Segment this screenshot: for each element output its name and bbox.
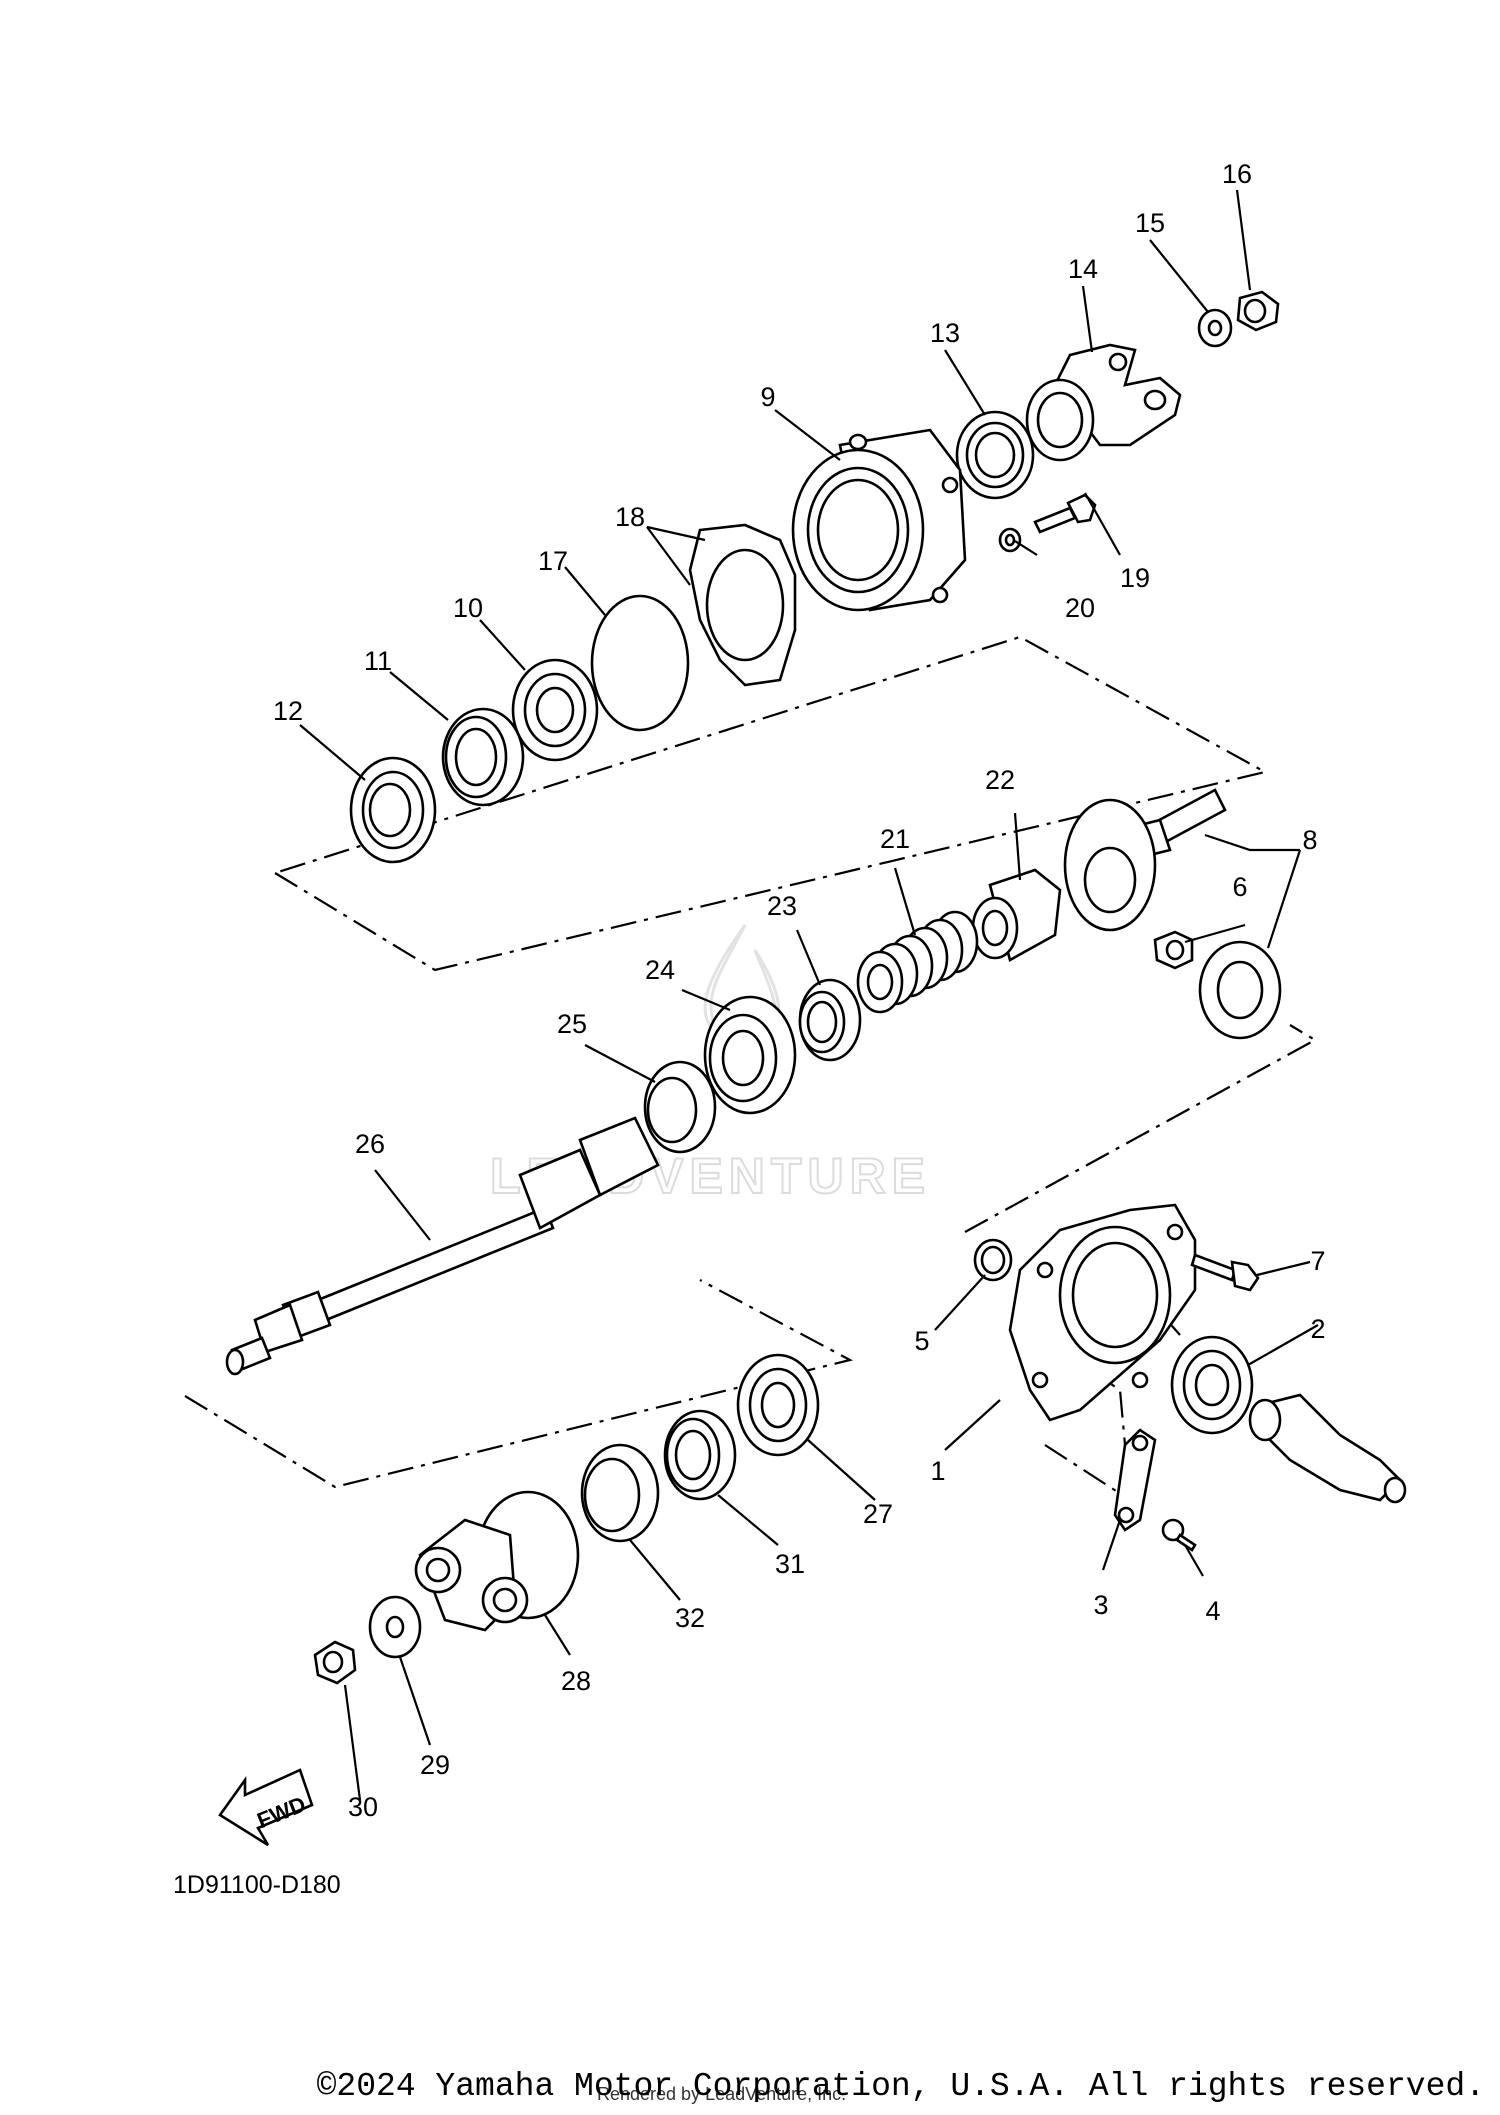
part-19-bolt [1033, 493, 1097, 534]
part-18-gasket [688, 523, 797, 687]
part-29-washer [368, 1595, 422, 1659]
callout-28: 28 [561, 1666, 591, 1696]
callout-31: 31 [775, 1549, 805, 1579]
group-outline-gear [964, 1024, 1318, 1233]
callout-20: 20 [1065, 593, 1095, 623]
part-25-seal [643, 1060, 717, 1154]
part-13-bearing [955, 410, 1035, 500]
part-8-gear-set [1063, 788, 1282, 1040]
part-20-oring [998, 527, 1022, 553]
callout-15: 15 [1135, 208, 1165, 238]
copyright: ©2024 Yamaha Motor Corporation, U.S.A. A… [317, 2068, 1485, 2105]
callout-30: 30 [348, 1792, 378, 1822]
callout-9: 9 [760, 382, 775, 412]
rendered-by: Rendered by LeadVenture, Inc. [597, 2084, 846, 2104]
callout-numbers: 16 15 14 13 9 18 17 10 11 12 19 20 22 21… [273, 159, 1326, 1822]
callout-25: 25 [557, 1009, 587, 1039]
part-2-bearing [1170, 1335, 1254, 1435]
part-12-bearing [349, 756, 437, 864]
part-27-bearing [736, 1353, 820, 1457]
callout-14: 14 [1068, 254, 1098, 284]
part-23-collar [798, 978, 862, 1062]
part-15-washer [1197, 308, 1233, 348]
callout-8: 8 [1302, 825, 1317, 855]
part-31-ring-nut [663, 1409, 737, 1501]
callout-19: 19 [1120, 563, 1150, 593]
part-16-nut [1236, 290, 1280, 332]
part-30-nut [313, 1640, 357, 1685]
part-21-spring [856, 910, 979, 1014]
callout-1: 1 [930, 1456, 945, 1486]
part-26-shaft [225, 1116, 660, 1376]
part-17-oring [590, 594, 690, 732]
part-32-seal [580, 1443, 660, 1543]
part-9-housing [791, 428, 967, 612]
group-outline-lower [184, 1279, 854, 1489]
part-7-bolt [1190, 1253, 1260, 1292]
output-shaft [1248, 1393, 1407, 1504]
callout-17: 17 [538, 546, 568, 576]
part-10-bearing [511, 658, 599, 762]
callout-18: 18 [615, 502, 645, 532]
callout-32: 32 [675, 1603, 705, 1633]
callout-6: 6 [1232, 872, 1247, 902]
callout-16: 16 [1222, 159, 1252, 189]
callout-10: 10 [453, 593, 483, 623]
callout-21: 21 [880, 824, 910, 854]
callout-22: 22 [985, 765, 1015, 795]
part-5-oring [973, 1238, 1013, 1282]
drawing-number: 1D91100-D180 [173, 1871, 341, 1899]
part-28-yoke [414, 1490, 580, 1632]
callout-24: 24 [645, 955, 675, 985]
part-11-ring-nut [441, 707, 525, 807]
part-24-bearing [703, 995, 797, 1115]
part-14-yoke [1025, 343, 1182, 462]
callout-11: 11 [364, 646, 392, 676]
callout-29: 29 [420, 1750, 450, 1780]
callout-2: 2 [1310, 1314, 1325, 1344]
callout-12: 12 [273, 696, 303, 726]
callout-26: 26 [355, 1129, 385, 1159]
part-3-bracket [1113, 1428, 1157, 1532]
part-22-collar [971, 868, 1062, 962]
callout-13: 13 [930, 318, 960, 348]
leader-lines [299, 189, 1319, 1801]
group-outline-upper [274, 635, 1269, 972]
part-6-nut [1153, 930, 1194, 970]
part-1-cover [1008, 1203, 1197, 1422]
callout-5: 5 [914, 1326, 929, 1356]
callout-3: 3 [1093, 1590, 1108, 1620]
callout-27: 27 [863, 1499, 893, 1529]
callout-7: 7 [1310, 1246, 1325, 1276]
part-4-screw [1161, 1518, 1197, 1552]
callout-23: 23 [767, 891, 797, 921]
fwd-arrow: FWD [218, 1768, 314, 1847]
callout-4: 4 [1205, 1596, 1220, 1626]
